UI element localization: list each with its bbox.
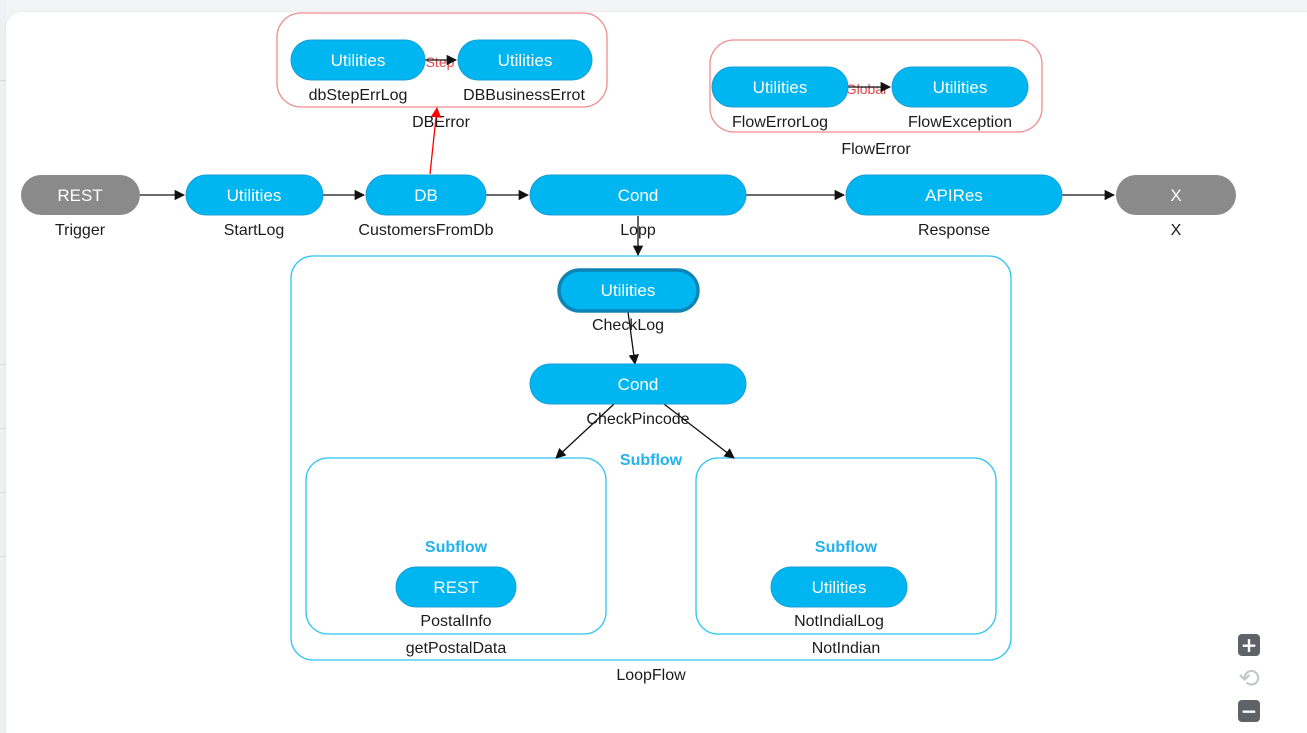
node-label: CustomersFromDb: [358, 222, 493, 239]
container-dberror[interactable]: DBError: [276, 12, 608, 131]
node-utilities-dbsteperrlog[interactable]: Utilities dbStepErrLog: [290, 39, 426, 104]
node-utilities-dbbusinesserrot[interactable]: Utilities DBBusinessErrot: [457, 39, 593, 104]
container-flowerror[interactable]: FlowError: [709, 39, 1043, 158]
node-type: REST: [57, 186, 102, 205]
container-getpostaldata[interactable]: Subflow getPostalData: [305, 457, 607, 657]
node-label: X: [1171, 222, 1182, 239]
node-label: CheckLog: [592, 317, 664, 334]
plus-icon: +: [1238, 634, 1260, 656]
node-cond-loop[interactable]: Cond Lopp: [529, 174, 747, 239]
edge-label-step: Step: [426, 54, 455, 70]
node-utilities-flowexception[interactable]: Utilities FlowException: [891, 66, 1029, 131]
node-type: Utilities: [227, 186, 282, 205]
left-panel-edge: [0, 0, 6, 733]
container-label-notindian: NotIndian: [812, 640, 881, 657]
node-type: X: [1170, 186, 1181, 205]
reset-zoom-button[interactable]: ⟲: [1236, 666, 1262, 692]
container-label-loopflow: LoopFlow: [616, 667, 686, 684]
node-type: Utilities: [498, 51, 553, 70]
edges: [140, 54, 1116, 459]
container-label-dberror: DBError: [412, 114, 470, 131]
subflow-header-getpostaldata: Subflow: [425, 539, 488, 556]
zoom-out-button[interactable]: −: [1236, 698, 1262, 724]
node-utilities-startlog[interactable]: Utilities StartLog: [185, 174, 324, 239]
node-label: DBBusinessErrot: [463, 87, 585, 104]
node-utilities-flowerrorlog[interactable]: Utilities FlowErrorLog: [711, 66, 849, 131]
node-db-customers[interactable]: DB CustomersFromDb: [358, 174, 494, 239]
node-x-end[interactable]: X X: [1116, 175, 1236, 239]
node-type: Utilities: [933, 78, 988, 97]
node-type: Utilities: [331, 51, 386, 70]
node-type: DB: [414, 186, 438, 205]
node-type: Utilities: [601, 281, 656, 300]
node-apires-response[interactable]: APIRes Response: [845, 174, 1063, 239]
container-label-getpostaldata: getPostalData: [406, 640, 507, 657]
edge-checkpincode-notindian: [663, 403, 735, 459]
node-rest-trigger[interactable]: REST Trigger: [21, 175, 140, 239]
node-type: Cond: [618, 186, 659, 205]
node-type: Utilities: [753, 78, 808, 97]
node-label: PostalInfo: [420, 613, 491, 630]
left-panel-divider: [0, 492, 6, 493]
node-label: NotIndialLog: [794, 613, 884, 630]
node-rest-postalinfo[interactable]: REST PostalInfo: [395, 566, 517, 630]
left-panel-divider: [0, 428, 6, 429]
zoom-in-button[interactable]: +: [1236, 632, 1262, 658]
edge-label-global: Global: [846, 81, 886, 97]
node-type: Utilities: [812, 578, 867, 597]
node-type: APIRes: [925, 186, 983, 205]
node-type: REST: [433, 578, 478, 597]
left-panel-divider: [0, 80, 6, 81]
container-notindian[interactable]: Subflow NotIndian: [695, 457, 997, 657]
node-utilities-notindiallog[interactable]: Utilities NotIndialLog: [770, 566, 908, 630]
container-loopflow[interactable]: Subflow LoopFlow: [290, 255, 1012, 684]
node-label: Response: [918, 222, 990, 239]
minus-icon: −: [1238, 700, 1260, 722]
edge-db-dberror: [429, 106, 442, 175]
reset-icon: ⟲: [1238, 664, 1260, 694]
node-label: FlowErrorLog: [732, 114, 828, 131]
node-cond-checkpincode[interactable]: Cond CheckPincode: [529, 363, 747, 428]
left-panel-divider: [0, 364, 6, 365]
node-type: Cond: [618, 375, 659, 394]
node-label: FlowException: [908, 114, 1012, 131]
node-utilities-checklog[interactable]: Utilities CheckLog: [557, 268, 700, 334]
left-panel-divider: [0, 556, 6, 557]
node-label: StartLog: [224, 222, 284, 239]
node-label: Trigger: [55, 222, 106, 239]
edge-checklog-checkpincode: [627, 311, 639, 366]
container-label-flowerror: FlowError: [841, 141, 911, 158]
subflow-header-notindian: Subflow: [815, 539, 878, 556]
edge-checkpincode-getpostaldata: [555, 403, 615, 459]
node-label: CheckPincode: [586, 411, 689, 428]
node-label: dbStepErrLog: [309, 87, 408, 104]
node-label: Lopp: [620, 222, 656, 239]
subflow-header-loopflow: Subflow: [620, 452, 683, 469]
